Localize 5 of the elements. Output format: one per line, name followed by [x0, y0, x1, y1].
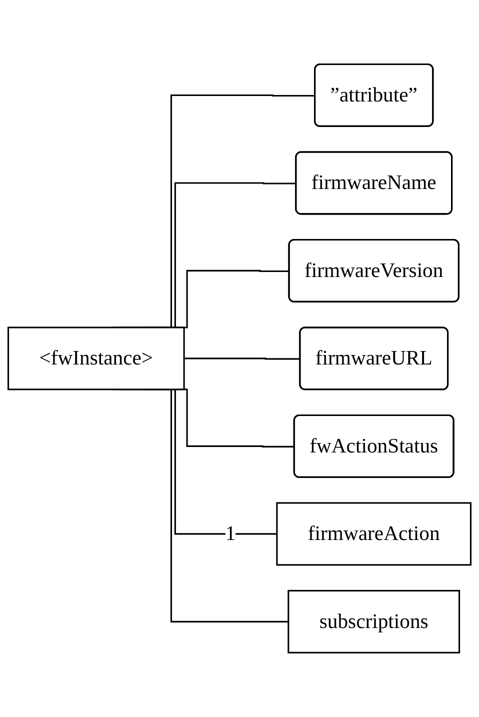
- node-box: subscriptions: [288, 590, 460, 654]
- node-box: firmwareAction: [276, 502, 472, 566]
- edge-label: 1: [225, 522, 236, 546]
- node-box: <fwInstance>: [8, 326, 185, 390]
- connector: [184, 358, 300, 360]
